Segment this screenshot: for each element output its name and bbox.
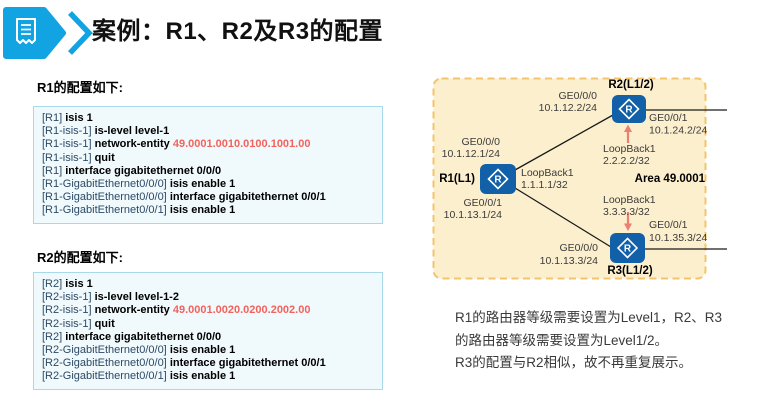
config-line: [R2-GigabitEthernet0/0/0] interface giga… xyxy=(42,357,374,370)
r3-name-label: R3(L1/2) xyxy=(607,265,653,277)
cli-command: isis 1 xyxy=(65,278,93,290)
r2-loopback-arrow xyxy=(624,124,632,143)
cli-command: network-entity xyxy=(94,138,170,151)
header-badge xyxy=(3,7,93,59)
cli-prompt: [R1-GigabitEthernet0/0/1] xyxy=(42,204,167,217)
cli-command: quit xyxy=(94,317,115,330)
config-line: [R2] isis 1 xyxy=(42,278,374,291)
cli-command: isis 1 xyxy=(65,112,93,124)
isis-area-box xyxy=(432,77,707,280)
cli-prompt: [R1] xyxy=(42,164,63,177)
r3-loopback-label: LoopBack1 xyxy=(603,194,656,206)
cli-value: 49.0001.0010.0100.1001.00 xyxy=(172,138,311,151)
r2-config-heading: R2的配置如下: xyxy=(37,250,123,265)
cli-command: interface gigabitethernet 0/0/1 xyxy=(169,191,326,204)
r3-ge1-interface-label: GE0/0/1 xyxy=(649,219,688,231)
cli-prompt: [R2-isis-1] xyxy=(42,317,92,330)
cli-command: interface gigabitethernet 0/0/0 xyxy=(65,330,222,343)
router-r1-icon: R xyxy=(480,164,516,194)
r1-ge1-interface-label: GE0/0/1 xyxy=(463,197,502,209)
cli-command: quit xyxy=(94,151,115,164)
r3-loopback-ip-label: 3.3.3.3/32 xyxy=(603,206,650,218)
r2-ge1-ip-label: 10.1.24.2/24 xyxy=(649,125,708,137)
cli-prompt: [R1-GigabitEthernet0/0/0] xyxy=(42,191,167,204)
config-line: [R1] isis 1 xyxy=(42,112,374,125)
cli-command: interface gigabitethernet 0/0/0 xyxy=(65,164,222,177)
config-line: [R1-GigabitEthernet0/0/0] interface giga… xyxy=(42,191,374,204)
r2-loopback-label: LoopBack1 xyxy=(603,143,656,155)
cli-prompt: [R1-GigabitEthernet0/0/0] xyxy=(42,178,167,191)
page-title: 案例：R1、R2及R3的配置 xyxy=(92,18,384,45)
link-r1-r3 xyxy=(514,187,612,248)
r2-ge1-interface-label: GE0/0/1 xyxy=(649,112,688,124)
r1-loopback-label: LoopBack1 xyxy=(521,167,574,179)
config-line: [R2] interface gigabitethernet 0/0/0 xyxy=(42,331,374,344)
config-line: [R2-GigabitEthernet0/0/0] isis enable 1 xyxy=(42,344,374,357)
cli-prompt: [R2] xyxy=(42,330,63,343)
document-icon xyxy=(16,18,36,44)
config-line: [R2-isis-1] quit xyxy=(42,318,374,331)
chevron-right-icon xyxy=(68,11,93,55)
cli-prompt: [R2-GigabitEthernet0/0/1] xyxy=(42,370,167,383)
network-topology-diagram: R R R R2(L1/2) GE0/0/0 10.1.12.2/24 GE0/… xyxy=(432,77,727,280)
cli-prompt: [R1-isis-1] xyxy=(42,138,92,151)
r1-name-label: R1(L1) xyxy=(439,173,475,185)
r2-loopback-ip-label: 2.2.2.2/32 xyxy=(603,155,650,167)
cli-command: isis enable 1 xyxy=(169,204,236,217)
r3-ge0-ip-label: 10.1.13.3/24 xyxy=(540,255,599,267)
r2-name-label: R2(L1/2) xyxy=(608,79,654,91)
cli-value: 49.0001.0020.0200.2002.00 xyxy=(172,304,311,317)
link-r1-r2 xyxy=(514,114,614,171)
note-line: R1的路由器等级需要设置为Level1，R2、R3 xyxy=(455,310,723,325)
note-line: 的路由器等级需要设置为Level1/2。 xyxy=(455,332,669,348)
config-line: [R2-isis-1] is-level level-1-2 xyxy=(42,291,374,304)
svg-text:R: R xyxy=(624,244,632,255)
config-line: [R1] interface gigabitethernet 0/0/0 xyxy=(42,165,374,178)
cli-command: interface gigabitethernet 0/0/1 xyxy=(169,357,326,370)
r2-ge0-interface-label: GE0/0/0 xyxy=(558,90,597,102)
cli-command: network-entity xyxy=(94,304,170,317)
r1-ge0-ip-label: 10.1.12.1/24 xyxy=(442,148,501,160)
cli-command: isis enable 1 xyxy=(169,370,236,383)
config-line: [R1-isis-1] quit xyxy=(42,152,374,165)
cli-prompt: [R2-isis-1] xyxy=(42,291,92,304)
r3-ge1-ip-label: 10.1.35.3/24 xyxy=(649,232,708,244)
cli-prompt: [R1] xyxy=(42,112,63,124)
note-line: R3的配置与R2相似，故不再重复展示。 xyxy=(455,355,693,370)
config-line: [R2-GigabitEthernet0/0/1] isis enable 1 xyxy=(42,370,374,383)
r2-ge0-ip-label: 10.1.12.2/24 xyxy=(539,102,598,114)
config-line: [R1-GigabitEthernet0/0/1] isis enable 1 xyxy=(42,204,374,217)
cli-prompt: [R1-isis-1] xyxy=(42,151,92,164)
cli-prompt: [R2] xyxy=(42,278,63,290)
cli-command: is-level level-1 xyxy=(94,125,170,138)
r2-config-block: [R2] isis 1 [R2-isis-1] is-level level-1… xyxy=(33,272,383,390)
config-line: [R1-GigabitEthernet0/0/0] isis enable 1 xyxy=(42,178,374,191)
cli-prompt: [R2-GigabitEthernet0/0/0] xyxy=(42,344,167,357)
r1-config-block: [R1] isis 1 [R1-isis-1] is-level level-1… xyxy=(33,106,383,224)
config-line: [R2-isis-1] network-entity 49.0001.0020.… xyxy=(42,304,374,317)
r1-config-heading: R1的配置如下: xyxy=(37,80,123,95)
cli-command: isis enable 1 xyxy=(169,344,236,357)
r3-ge0-interface-label: GE0/0/0 xyxy=(559,242,598,254)
r3-loopback-arrow xyxy=(624,212,632,231)
cli-prompt: [R2-isis-1] xyxy=(42,304,92,317)
cli-command: is-level level-1-2 xyxy=(94,291,179,304)
cli-command: isis enable 1 xyxy=(169,178,236,191)
router-r2-icon: R xyxy=(612,95,646,123)
r1-ge1-ip-label: 10.1.13.1/24 xyxy=(444,209,503,221)
cli-prompt: [R1-isis-1] xyxy=(42,125,92,138)
router-r3-icon: R xyxy=(610,233,645,263)
cli-prompt: [R2-GigabitEthernet0/0/0] xyxy=(42,357,167,370)
area-label: Area 49.0001 xyxy=(635,173,706,185)
r1-loopback-ip-label: 1.1.1.1/32 xyxy=(521,179,568,191)
config-line: [R1-isis-1] network-entity 49.0001.0010.… xyxy=(42,138,374,151)
svg-text:R: R xyxy=(494,175,502,186)
svg-text:R: R xyxy=(625,105,633,116)
config-line: [R1-isis-1] is-level level-1 xyxy=(42,125,374,138)
r1-ge0-interface-label: GE0/0/0 xyxy=(461,136,500,148)
explanation-note: R1的路由器等级需要设置为Level1，R2、R3 的路由器等级需要设置为Lev… xyxy=(455,307,760,375)
